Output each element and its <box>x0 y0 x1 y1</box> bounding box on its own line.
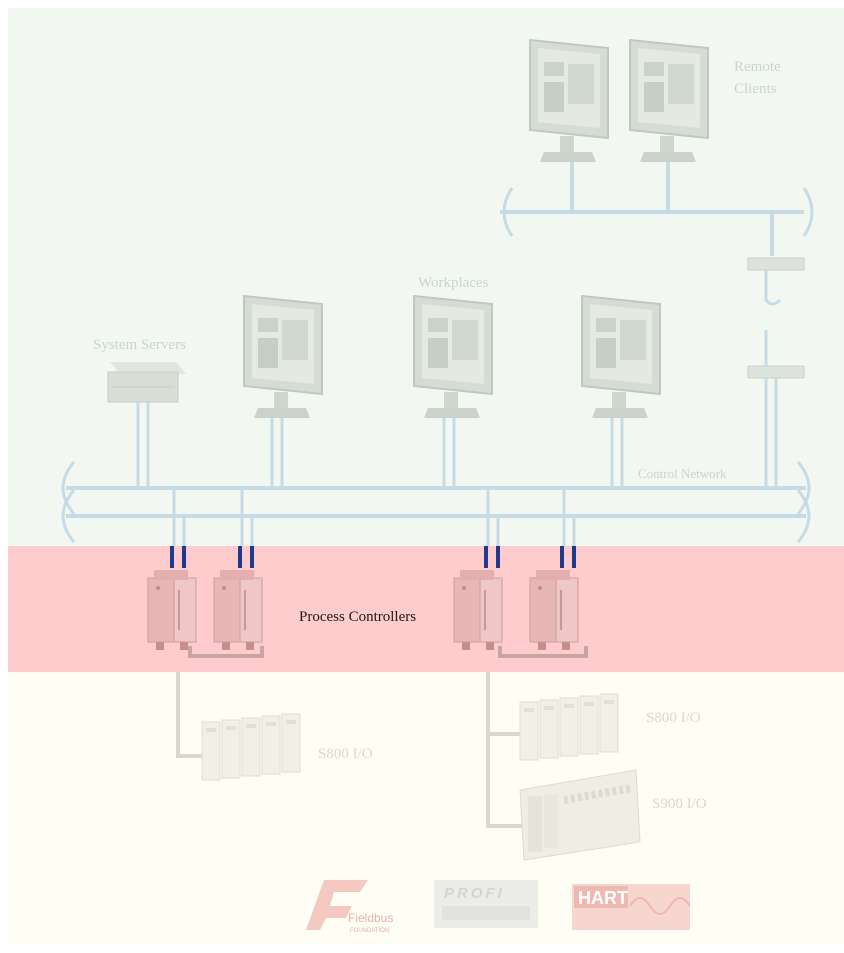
remote-client-monitor-1 <box>529 39 609 163</box>
workplaces-label: Workplaces <box>418 275 489 291</box>
profibus-logo: PROFI <box>434 880 538 928</box>
redundancy-links <box>188 646 588 658</box>
io-zone <box>8 672 844 945</box>
process-controller-4 <box>529 569 579 651</box>
hart-logo-text: HART <box>578 888 628 908</box>
system-server <box>107 362 186 403</box>
control-network-bus <box>61 461 811 543</box>
workplace-monitor-2 <box>413 295 493 419</box>
router-device-upper <box>747 257 805 306</box>
process-controller-2 <box>213 569 263 651</box>
remote-clients-label-line1: Remote <box>734 59 781 75</box>
control-network-label: Control Network <box>638 466 727 481</box>
s800-io-left <box>201 713 301 781</box>
process-controller-1 <box>147 569 197 651</box>
process-controllers-zone <box>8 546 844 672</box>
s800-io-right <box>519 693 619 761</box>
s800-io-right-label: S800 I/O <box>646 710 701 726</box>
s800-io-left-label: S800 I/O <box>318 746 373 762</box>
s900-io <box>519 769 641 861</box>
system-servers-label: System Servers <box>93 337 186 353</box>
remote-client-network <box>500 160 814 256</box>
remote-client-monitor-2 <box>629 39 709 163</box>
fieldbus-logo: Fieldbus FOUNDATION <box>306 880 393 934</box>
process-controller-3 <box>453 569 503 651</box>
workplace-monitor-1 <box>243 295 323 419</box>
controller-links <box>170 546 576 568</box>
hart-logo: HART <box>572 884 691 930</box>
process-controllers-label: Process Controllers <box>299 609 417 625</box>
router-device-lower <box>747 330 805 486</box>
io-cabling <box>176 672 522 828</box>
fieldbus-logo-subtext: FOUNDATION <box>350 928 389 934</box>
profibus-logo-text: PROFI <box>444 885 505 902</box>
fieldbus-logo-text: Fieldbus <box>348 911 393 925</box>
workstation-drops <box>136 402 624 486</box>
remote-clients-label-line2: Clients <box>734 81 777 97</box>
s900-io-label: S900 I/O <box>652 796 707 812</box>
controller-drops-light <box>172 488 576 546</box>
workplace-monitor-3 <box>581 295 661 419</box>
